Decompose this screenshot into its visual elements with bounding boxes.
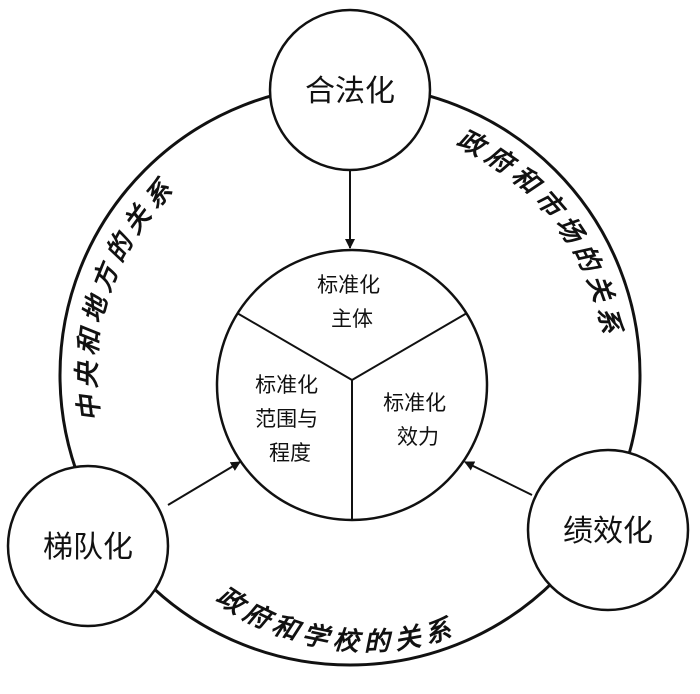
relation-central-local: 中央和地方的关系 bbox=[73, 171, 183, 423]
divider bbox=[236, 312, 353, 381]
divider bbox=[351, 312, 468, 381]
node-performance: 绩效化 bbox=[526, 448, 690, 612]
arrow-right bbox=[464, 461, 533, 496]
core-circle: 标准化 主体 标准化 范围与 程度 标准化 效力 bbox=[215, 248, 489, 522]
arrow-left bbox=[167, 461, 241, 506]
svg-text:合法化: 合法化 bbox=[305, 74, 395, 109]
svg-text:梯队化: 梯队化 bbox=[43, 530, 133, 565]
core-right-label: 标准化 效力 bbox=[383, 391, 453, 449]
core-top-label: 标准化 主体 bbox=[317, 273, 387, 331]
core-left-label: 标准化 范围与 程度 bbox=[255, 373, 325, 465]
svg-text:绩效化: 绩效化 bbox=[563, 514, 653, 549]
node-legalization: 合法化 bbox=[268, 8, 432, 172]
node-echelon: 梯队化 bbox=[6, 464, 170, 628]
